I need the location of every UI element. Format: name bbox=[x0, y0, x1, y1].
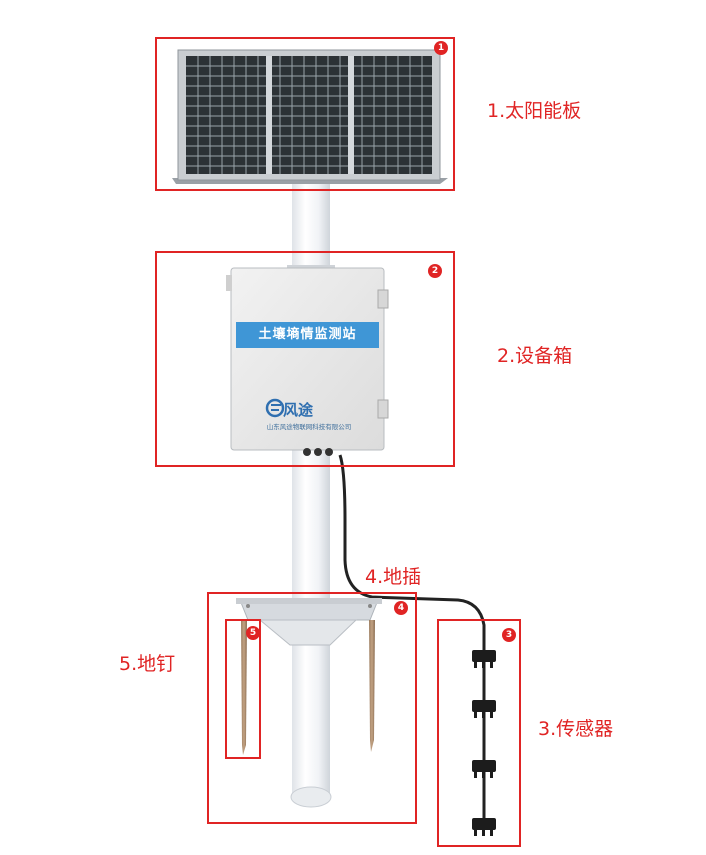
sensor-probe bbox=[472, 818, 496, 836]
callout-label-solar-panel: 1.太阳能板 bbox=[487, 100, 582, 122]
ground-spike-left bbox=[241, 620, 247, 755]
callout-label-sensors: 3.传感器 bbox=[538, 718, 614, 740]
sensor-probe bbox=[472, 760, 496, 778]
callout-badge-2: 2 bbox=[428, 264, 442, 278]
equipment-box bbox=[226, 267, 389, 456]
callout-label-ground-spike: 5.地钉 bbox=[119, 653, 176, 675]
callout-label-ground-plug: 4.地插 bbox=[365, 566, 422, 588]
device-box-brand: 风途 bbox=[283, 401, 314, 419]
callout-box-ground-plug bbox=[207, 592, 417, 824]
sensor-probes bbox=[472, 650, 496, 836]
callout-box-equipment-box bbox=[155, 251, 455, 467]
callout-box-sensors bbox=[437, 619, 521, 847]
callout-badge-4: 4 bbox=[394, 601, 408, 615]
sensor-probe bbox=[472, 650, 496, 668]
callout-label-equipment-box: 2.设备箱 bbox=[497, 345, 573, 367]
ground-spike-right bbox=[369, 620, 375, 752]
ground-plug-stand bbox=[236, 598, 382, 646]
callout-box-ground-spike bbox=[225, 619, 261, 759]
callout-box-solar-panel bbox=[155, 37, 455, 191]
device-box-company: 山东风途物联网科技有限公司 bbox=[266, 423, 352, 431]
callout-badge-5: 5 bbox=[246, 626, 260, 640]
sensor-probe bbox=[472, 700, 496, 718]
device-box-title: 土壤墒情监测站 bbox=[236, 322, 379, 348]
solar-panel bbox=[172, 49, 448, 184]
callout-badge-1: 1 bbox=[434, 41, 448, 55]
callout-badge-3: 3 bbox=[502, 628, 516, 642]
pole-bottom-opening bbox=[290, 786, 332, 808]
brand-logo-icon bbox=[265, 398, 285, 418]
sensor-cable bbox=[338, 454, 486, 830]
